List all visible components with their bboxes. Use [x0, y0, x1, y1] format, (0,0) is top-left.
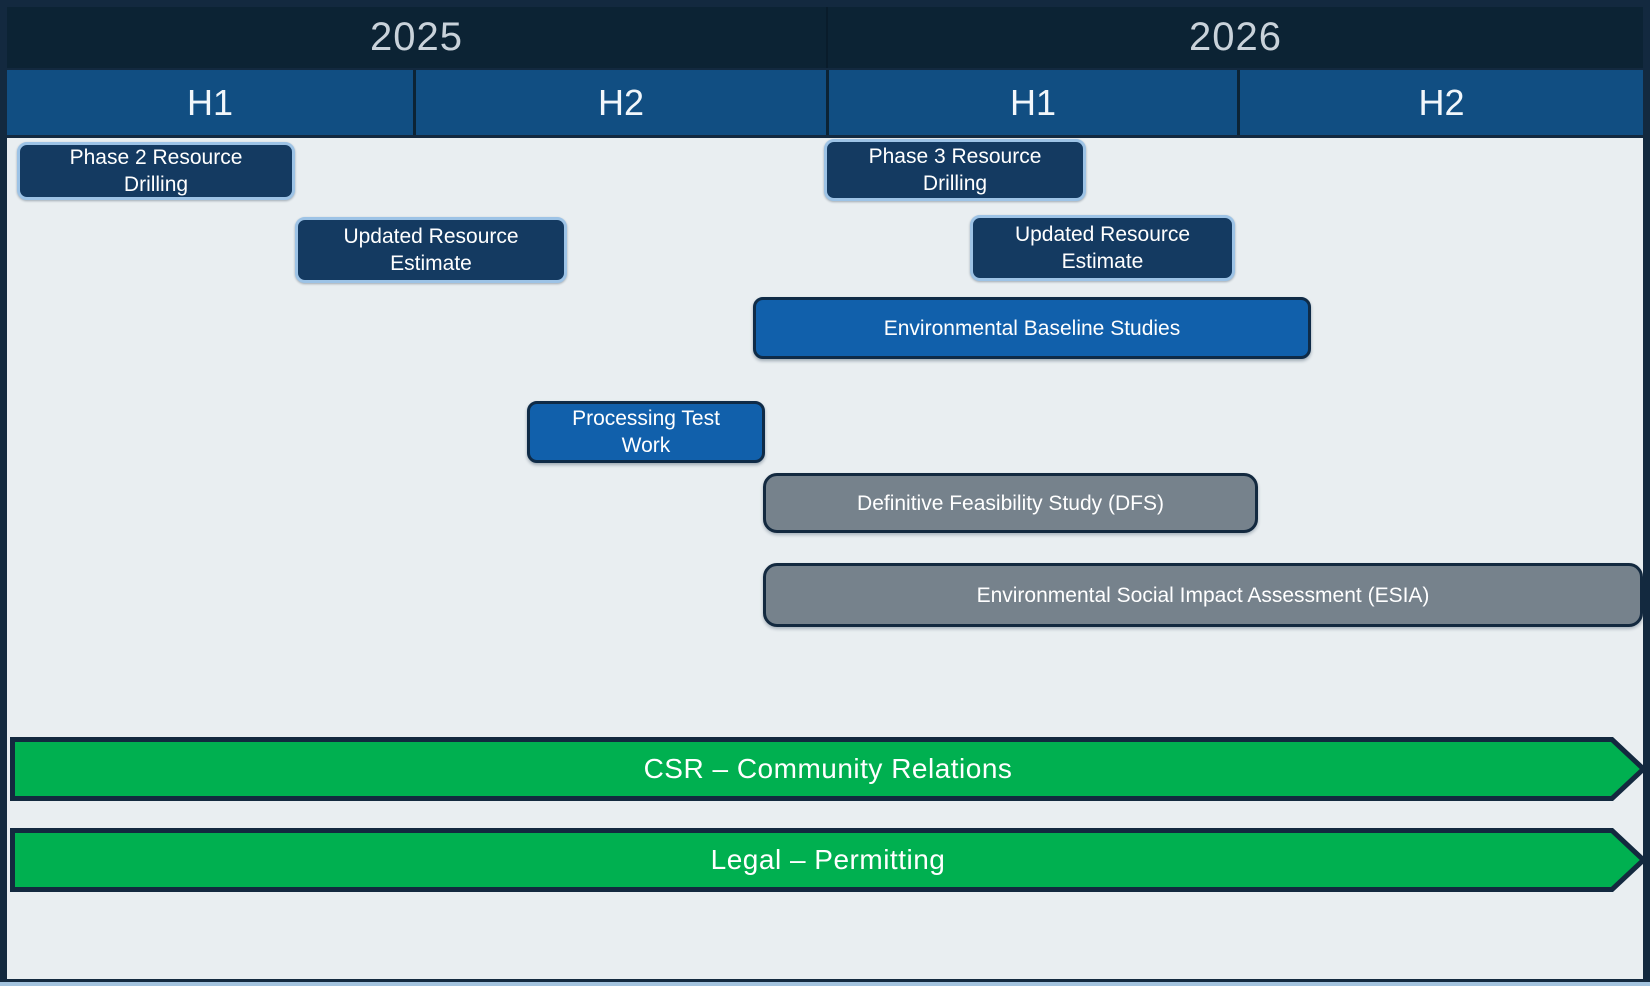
csr-community-relations-label: CSR – Community Relations	[643, 753, 1013, 784]
half-year-label-1: H1	[186, 81, 234, 123]
phase-2-resource-drilling-bar: Phase 2 Resource Drilling	[17, 142, 295, 200]
legal-permitting-label: Legal – Permitting	[710, 844, 946, 875]
definitive-feasibility-study-bar: Definitive Feasibility Study (DFS)	[763, 473, 1258, 533]
green-arrow-shape	[10, 737, 1646, 801]
environmental-social-impact-assessment-bar: Environmental Social Impact Assessment (…	[763, 563, 1643, 627]
half-year-label-2: H2	[413, 70, 826, 135]
green-arrow-shape	[10, 828, 1646, 892]
half-year-label-4: H2	[1237, 70, 1643, 135]
csr-community-relations-bar: CSR – Community Relations	[10, 737, 1646, 801]
bottom-accent-strip	[0, 982, 1650, 986]
half-year-label-3: H1	[826, 70, 1237, 135]
year-header-row: 2025 2026	[7, 7, 1643, 68]
phase-3-resource-drilling-bar: Phase 3 Resource Drilling	[824, 139, 1086, 201]
updated-resource-estimate-2026-bar: Updated Resource Estimate	[970, 215, 1235, 281]
year-label-1: 2025	[370, 15, 463, 59]
updated-resource-estimate-2025-bar: Updated Resource Estimate	[295, 217, 567, 283]
year-label-2: 2026	[826, 7, 1643, 68]
processing-test-work-bar: Processing Test Work	[527, 401, 765, 463]
environmental-baseline-studies-bar: Environmental Baseline Studies	[753, 297, 1311, 359]
legal-permitting-bar: Legal – Permitting	[10, 828, 1646, 892]
